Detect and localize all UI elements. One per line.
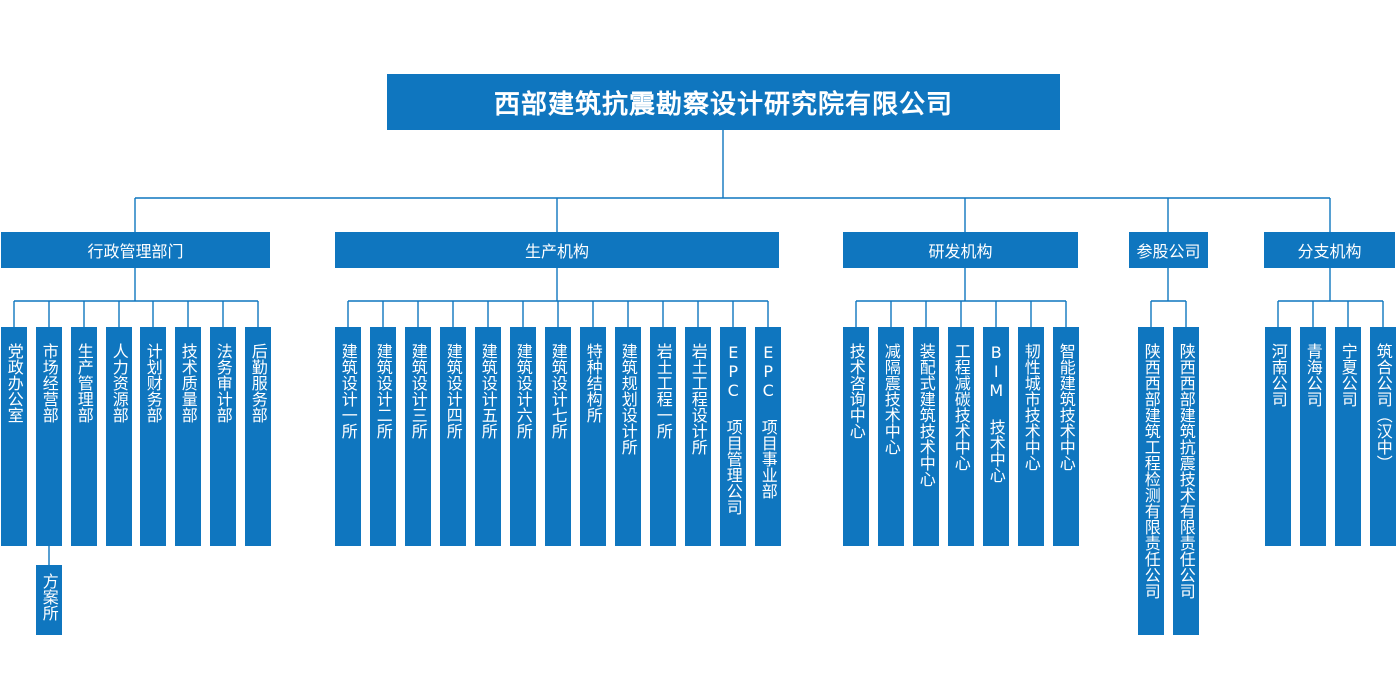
org-unit-label: 智能建筑技术中心 — [1056, 343, 1076, 471]
org-unit-box: 后勤服务部 — [245, 327, 271, 546]
org-unit-label: 宁夏公司 — [1338, 343, 1358, 407]
org-unit-box: 建筑设计一所 — [335, 327, 361, 546]
org-unit-box: 建筑设计四所 — [440, 327, 466, 546]
group-production: 生产机构 — [335, 232, 779, 268]
org-unit-label: 计划财务部 — [143, 343, 163, 423]
org-unit-box: 法务审计部 — [210, 327, 236, 546]
org-unit-label: 陕西西部建筑抗震技术有限责任公司 — [1176, 343, 1196, 599]
org-unit-label: 装配式建筑技术中心 — [916, 343, 936, 487]
group-rnd: 研发机构 — [843, 232, 1078, 268]
org-unit-box: 技术咨询中心 — [843, 327, 869, 546]
org-unit-label: 建筑设计四所 — [443, 343, 463, 439]
org-unit-label: 韧性城市技术中心 — [1021, 343, 1041, 471]
group-affiliates: 参股公司 — [1129, 232, 1208, 268]
org-unit-box: 岩土工程一所 — [650, 327, 676, 546]
sub-unit-box: 方案所 — [36, 565, 62, 635]
org-unit-box: 减隔震技术中心 — [878, 327, 904, 546]
org-unit-box: 河南公司 — [1265, 327, 1291, 546]
org-unit-label: 技术咨询中心 — [846, 343, 866, 439]
org-unit-label: 建筑设计三所 — [408, 343, 428, 439]
org-unit-box: 建筑设计六所 — [510, 327, 536, 546]
org-unit-box: 建筑设计三所 — [405, 327, 431, 546]
org-unit-box: 市场经营部 — [36, 327, 62, 546]
org-unit-label: 青海公司 — [1303, 343, 1323, 407]
org-unit-label: 建筑设计五所 — [478, 343, 498, 439]
org-unit-label: 建筑规划设计所 — [618, 343, 638, 455]
org-unit-box: 工程减碳技术中心 — [948, 327, 974, 546]
org-unit-box: 建筑设计二所 — [370, 327, 396, 546]
org-unit-box: EPC 项目事业部 — [755, 327, 781, 546]
org-unit-box: 技术质量部 — [175, 327, 201, 546]
org-unit-label: 后勤服务部 — [248, 343, 268, 423]
org-unit-box: 宁夏公司 — [1335, 327, 1361, 546]
group-affiliates-label: 参股公司 — [1136, 242, 1201, 261]
org-unit-label: 人力资源部 — [109, 343, 129, 423]
org-unit-label: 筑合公司（汉中） — [1373, 343, 1393, 471]
root-label: 西部建筑抗震勘察设计研究院有限公司 — [493, 89, 953, 120]
org-unit-box: 韧性城市技术中心 — [1018, 327, 1044, 546]
org-unit-label: 建筑设计二所 — [373, 343, 393, 439]
org-unit-label: 建筑设计六所 — [513, 343, 533, 439]
org-unit-label: 特种结构所 — [583, 343, 603, 423]
org-unit-box: 建筑规划设计所 — [615, 327, 641, 546]
group-rnd-label: 研发机构 — [928, 242, 993, 261]
org-unit-box: 建筑设计五所 — [475, 327, 501, 546]
root-node: 西部建筑抗震勘察设计研究院有限公司 — [387, 74, 1060, 130]
org-unit-label: 河南公司 — [1268, 343, 1288, 407]
org-unit-box: 生产管理部 — [71, 327, 97, 546]
group-admin-label: 行政管理部门 — [87, 242, 184, 261]
group-production-label: 生产机构 — [524, 242, 589, 261]
group-admin: 行政管理部门 — [1, 232, 270, 268]
org-unit-box: 陕西西部建筑抗震技术有限责任公司 — [1173, 327, 1199, 635]
org-unit-box: 装配式建筑技术中心 — [913, 327, 939, 546]
org-unit-label: 技术质量部 — [178, 343, 198, 423]
sub-unit-label: 方案所 — [39, 573, 59, 621]
org-unit-box: 陕西西部建筑工程检测有限责任公司 — [1138, 327, 1164, 635]
org-unit-box: EPC 项目管理公司 — [720, 327, 746, 546]
org-unit-box: 筑合公司（汉中） — [1370, 327, 1396, 546]
org-unit-label: 减隔震技术中心 — [881, 343, 901, 455]
org-unit-label: EPC 项目事业部 — [758, 343, 778, 499]
org-unit-label: 建筑设计一所 — [338, 343, 358, 439]
org-unit-label: BIM 技术中心 — [986, 343, 1006, 483]
org-unit-box: 计划财务部 — [140, 327, 166, 546]
org-unit-label: 法务审计部 — [213, 343, 233, 423]
org-unit-label: 建筑设计七所 — [548, 343, 568, 439]
org-unit-box: 党政办公室 — [1, 327, 27, 546]
org-unit-box: BIM 技术中心 — [983, 327, 1009, 546]
org-unit-box: 岩土工程设计所 — [685, 327, 711, 546]
org-unit-label: 生产管理部 — [74, 343, 94, 423]
group-branches: 分支机构 — [1264, 232, 1395, 268]
org-unit-label: 市场经营部 — [39, 343, 59, 423]
org-unit-box: 人力资源部 — [106, 327, 132, 546]
org-unit-box: 特种结构所 — [580, 327, 606, 546]
org-unit-label: EPC 项目管理公司 — [723, 343, 743, 515]
group-branches-label: 分支机构 — [1297, 242, 1362, 261]
org-unit-label: 岩土工程一所 — [653, 343, 673, 439]
org-unit-label: 陕西西部建筑工程检测有限责任公司 — [1141, 343, 1161, 599]
org-unit-label: 党政办公室 — [4, 343, 24, 423]
org-unit-box: 智能建筑技术中心 — [1053, 327, 1079, 546]
org-unit-box: 青海公司 — [1300, 327, 1326, 546]
org-unit-label: 岩土工程设计所 — [688, 343, 708, 455]
org-unit-label: 工程减碳技术中心 — [951, 343, 971, 471]
org-unit-box: 建筑设计七所 — [545, 327, 571, 546]
